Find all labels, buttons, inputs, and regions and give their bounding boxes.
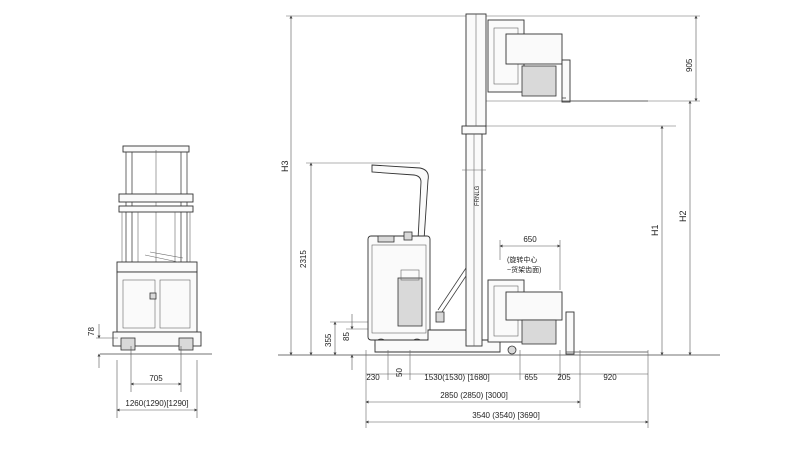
dim-650-label: 650 — [523, 235, 537, 244]
h3-label: H3 — [280, 160, 290, 172]
rotation-center-label: (旋转中心 — [507, 255, 537, 264]
dim-front-width-label: 1260(1290)[1290] — [125, 399, 188, 408]
dim-355-label: 355 — [324, 333, 333, 347]
dim-2315-label: 2315 — [299, 250, 308, 268]
dim-230-label: 230 — [366, 373, 380, 382]
dim-78-label: 78 — [87, 327, 96, 336]
dim-655-label: 655 — [524, 373, 538, 382]
dim-705-label: 705 — [149, 374, 163, 383]
front-view: 78 705 1260(1290)[1290] — [87, 145, 212, 418]
h1-label: H1 — [650, 224, 660, 236]
dim-2850-label: 2850 (2850) [3000] — [440, 391, 508, 400]
h2-label: H2 — [678, 210, 688, 222]
dim-905-label: 905 — [685, 58, 694, 72]
dim-50-label: 50 — [395, 368, 404, 377]
side-view: H3 2315 355 85 FRNL — [278, 13, 720, 428]
dim-205-label: 205 — [557, 373, 571, 382]
dim-1530-label: 1530(1530) [1680] — [424, 373, 489, 382]
dim-920-label: 920 — [603, 373, 617, 382]
rack-face-label: ~货架齿面) — [507, 265, 541, 274]
mast-brand-label: FRNLG — [475, 185, 481, 206]
dim-85-label: 85 — [342, 332, 351, 341]
dim-3540-label: 3540 (3540) [3690] — [472, 411, 540, 420]
